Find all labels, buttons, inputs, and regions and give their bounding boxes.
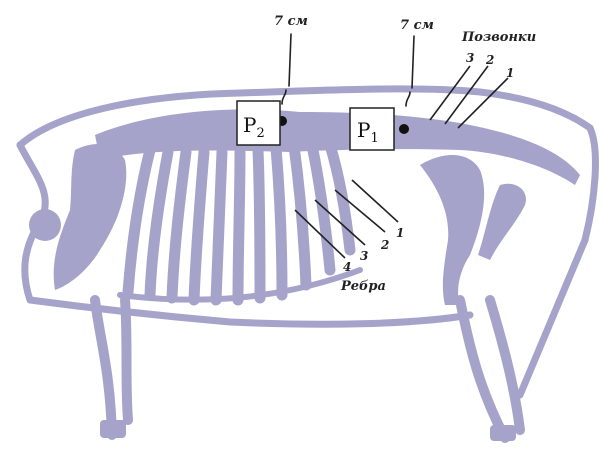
point-right-letter: P: [357, 118, 370, 142]
measure-right-label: 7 см: [400, 18, 434, 33]
foot-outlines: [100, 420, 516, 441]
pelvis: [29, 144, 126, 290]
point-left-letter: P: [243, 113, 256, 137]
rib-2-label: 2: [380, 238, 389, 252]
vertebra-1-label: 1: [506, 66, 514, 80]
ribs: [128, 145, 350, 300]
vertebrae-label: Позвонки: [461, 30, 536, 45]
point-left-subscript: 2: [256, 126, 264, 141]
rib-1-label: 1: [396, 226, 404, 240]
measure-marks: [282, 34, 414, 106]
vertebra-2-label: 2: [485, 53, 494, 67]
point-right-subscript: 1: [370, 131, 378, 146]
ribs-label: Ребра: [340, 279, 386, 294]
rib-4-label: 4: [343, 260, 351, 274]
point-p1-dot: [399, 124, 409, 134]
label-box-p2: P2: [237, 101, 280, 145]
vertebra-3-label: 3: [466, 51, 474, 65]
measure-left-label: 7 см: [274, 14, 308, 29]
scapula: [420, 155, 526, 305]
label-box-p1: P1: [350, 108, 394, 150]
legs: [95, 300, 520, 438]
rib-3-label: 3: [360, 249, 368, 263]
